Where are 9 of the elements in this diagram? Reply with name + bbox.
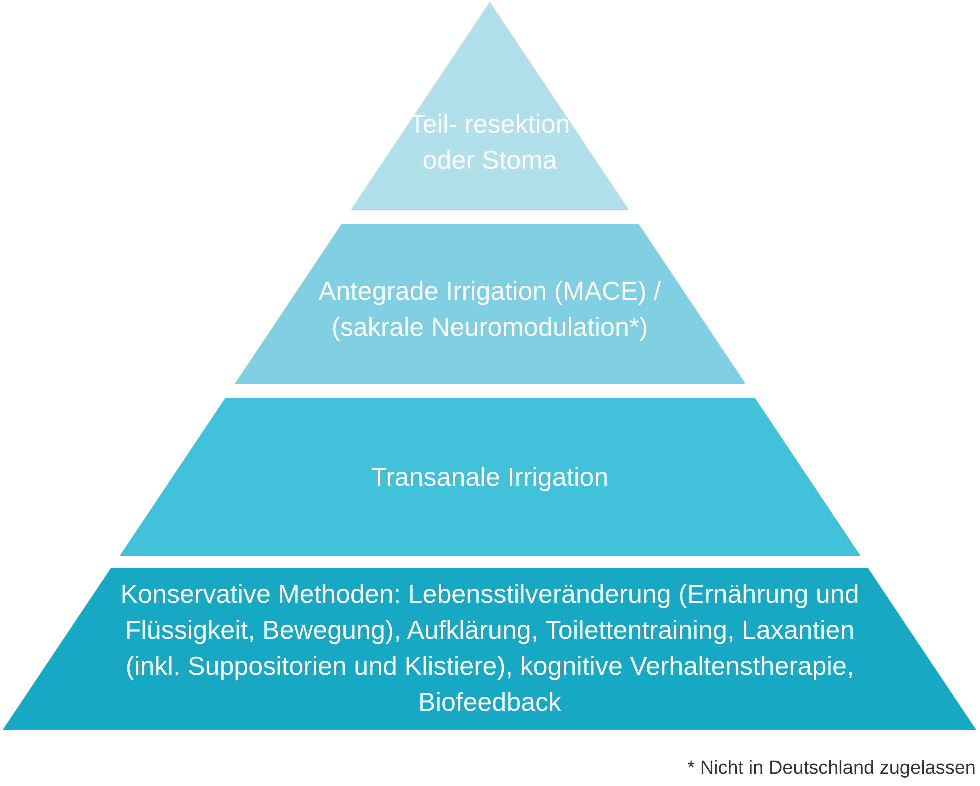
tier-label: Transanale Irrigation — [370, 461, 610, 494]
pyramid-tier — [3, 568, 977, 730]
pyramid-tier — [234, 224, 746, 384]
pyramid-tier — [350, 2, 630, 210]
tier-label: Antegrade Irrigation (MACE) / (sakrale Neuromodulation*) — [318, 275, 662, 344]
tier-label: Konservative Methoden: Lebensstilveränderung (Ernährung und Flüssigkeit, Bewegung), Aufklärung, Toilettentraining, Laxantien (inkl. Suppositorien und Klistiere), kognitive Verhaltenstherapie, Biofeedback — [120, 578, 860, 719]
pyramid-tier — [120, 398, 860, 556]
footnote: * Nicht in Deutschland zugelassen — [688, 758, 976, 780]
tier-label: Teil- resektion oder Stoma — [408, 108, 572, 176]
